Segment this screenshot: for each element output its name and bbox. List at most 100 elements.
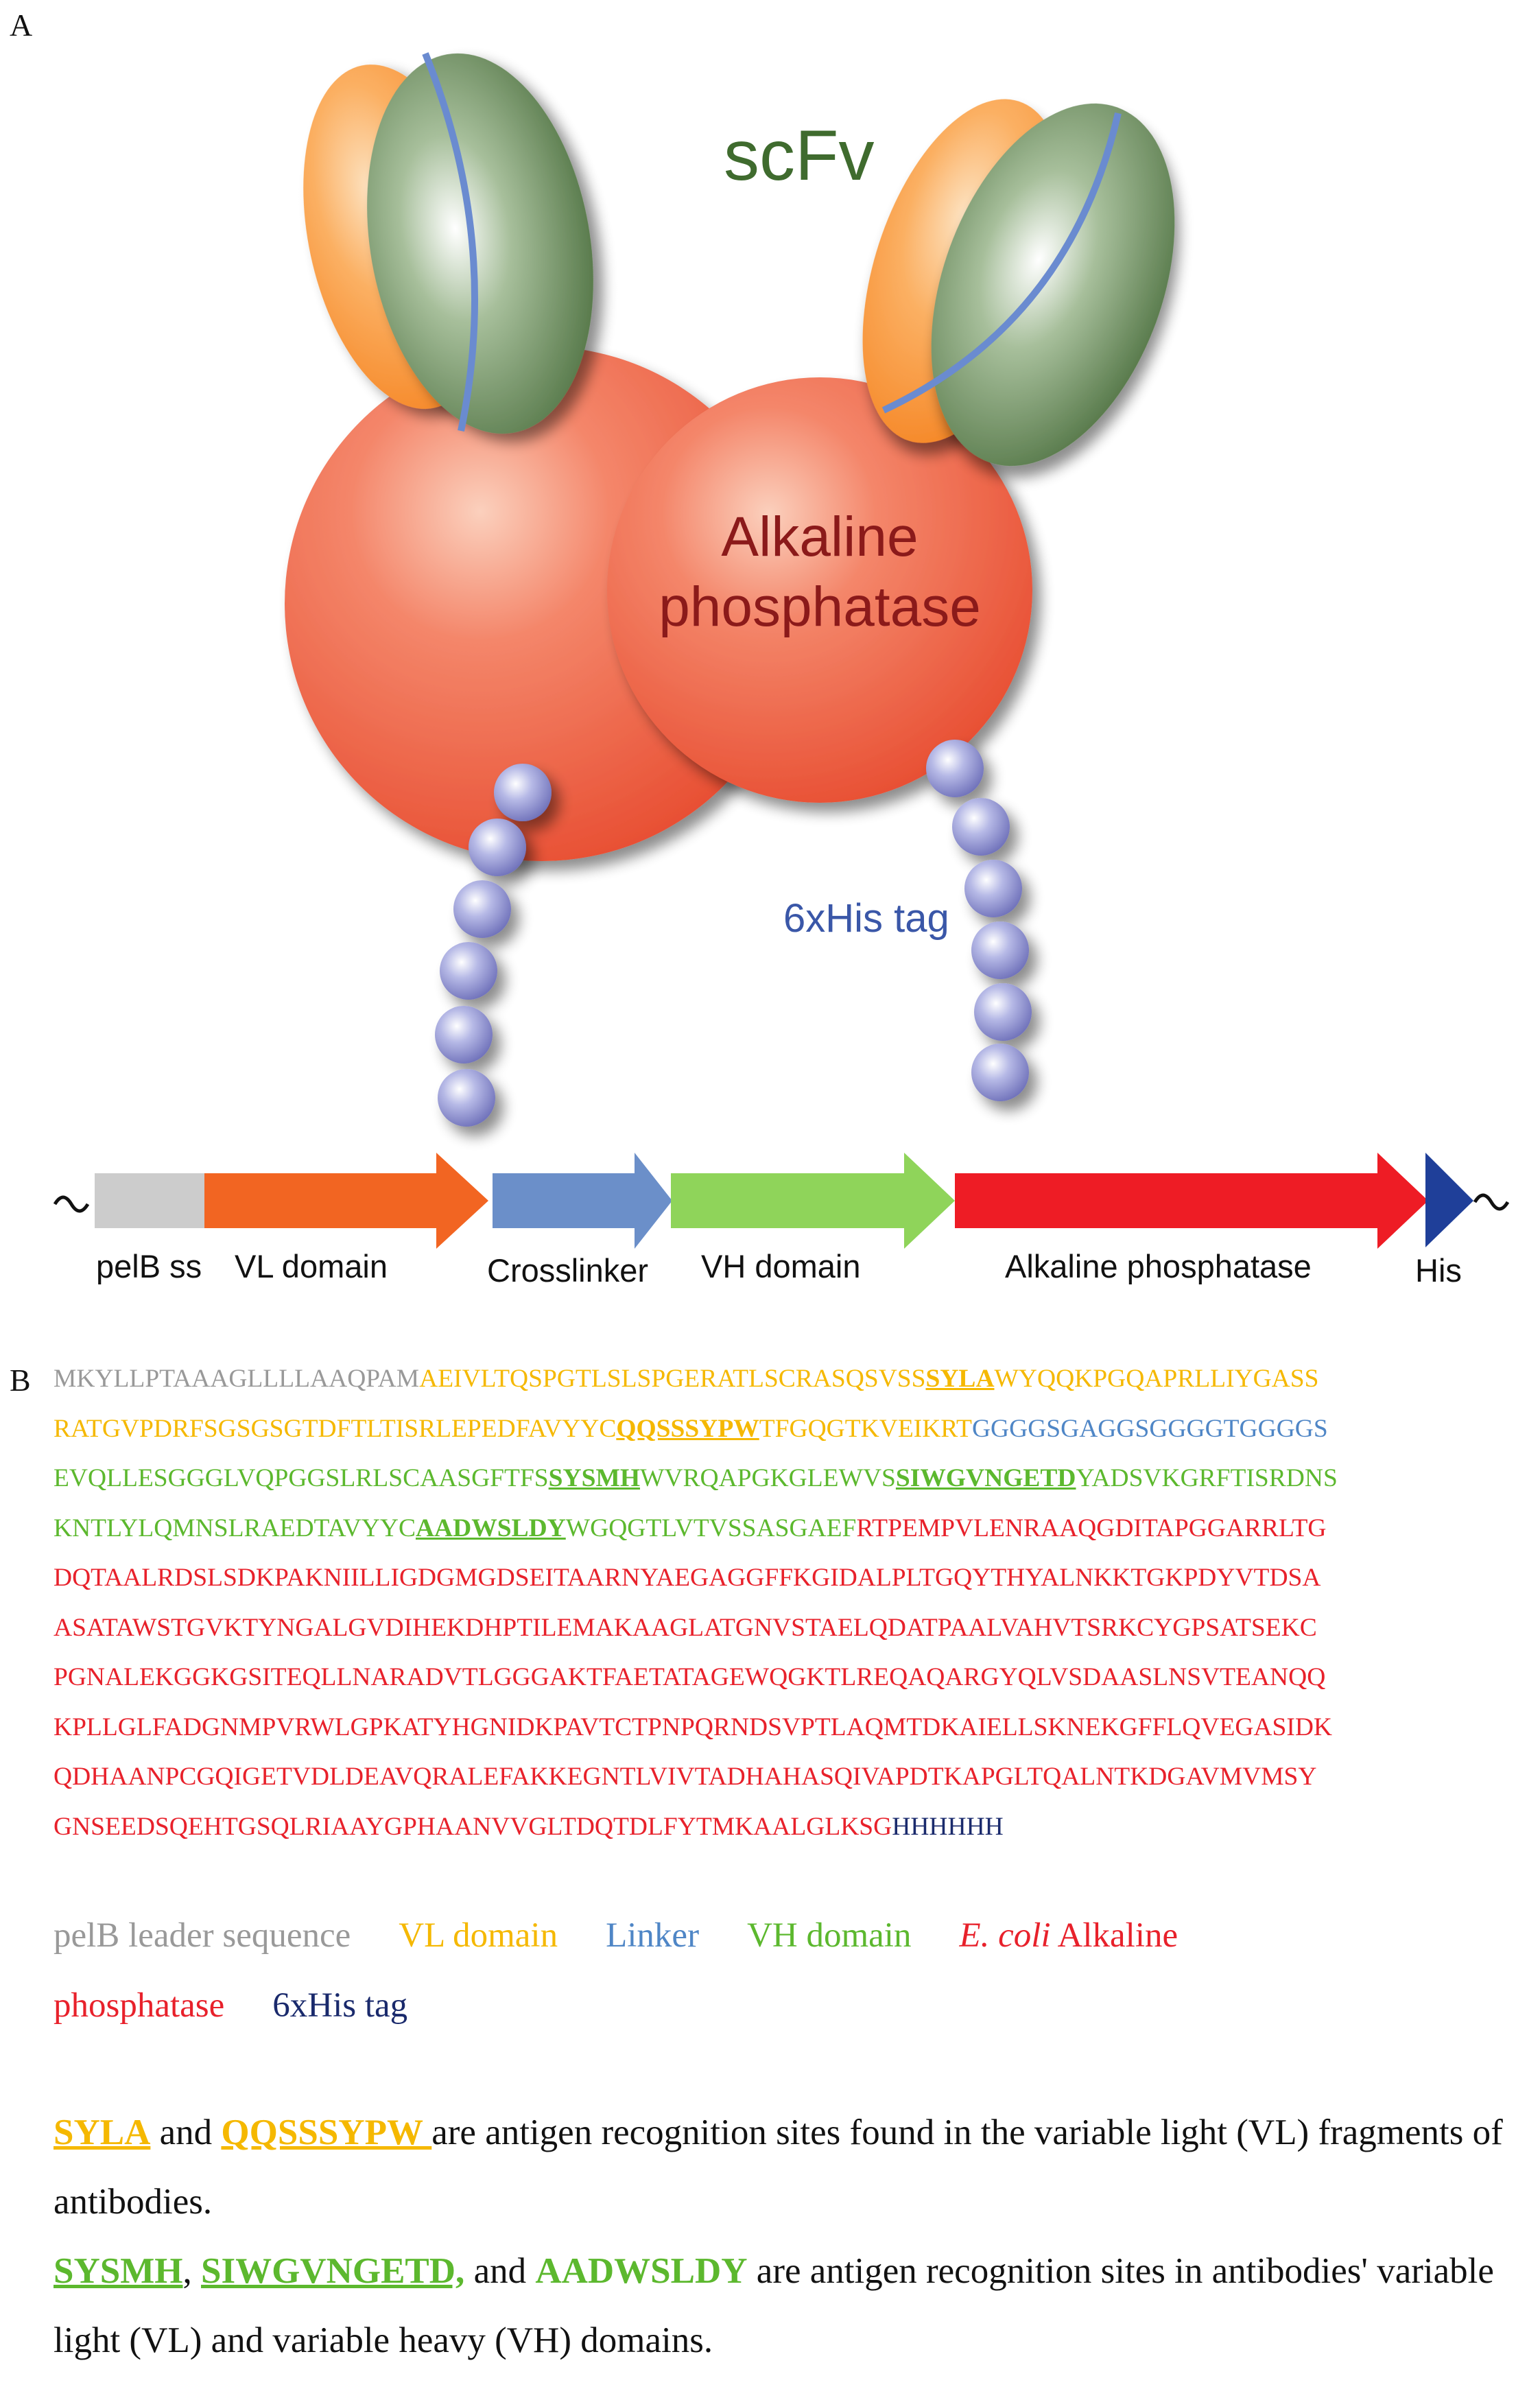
recognition-site: SYSMH (548, 1464, 641, 1492)
sequence-segment: EVQLLESGGGLVQPGGSLRLSCAASGFTFS (54, 1464, 549, 1492)
his-bead (964, 860, 1022, 917)
sequence-segment: RTPEMPVLENRAAQGDITAPGGARRLTG (856, 1514, 1327, 1542)
gene-map: pelB ss VL domain Crosslinker VH domain … (53, 1153, 1510, 1289)
sequence-segment: PGNALEKGGKGSITEQLLNARADVTLGGGAKTFAETATAG… (54, 1663, 1326, 1691)
legend-vh: VH domain (747, 1916, 912, 1955)
sequence-segment: KPLLGLFADGNMPVRWLGPKATYHGNIDKPAVTCTPNPQR… (54, 1713, 1333, 1741)
scfv-left (303, 52, 593, 434)
vl-note: SYLA and QQSSSYPW are antigen recognitio… (54, 2098, 1521, 2237)
gene-label-pelb: pelB ss (96, 1248, 202, 1284)
sequence-line: GNSEEDSQEHTGSQLRIAAYGPHAANVVGLTDQTDLFYTM… (54, 1802, 1535, 1853)
his-bead (494, 764, 552, 821)
site-siwgvngetd: SIWGVNGETD, (200, 2251, 465, 2291)
vh-domain-right (931, 103, 1175, 467)
note-text: and (150, 2113, 222, 2152)
segment-vh-domain (671, 1153, 955, 1249)
sequence-line: PGNALEKGGKGSITEQLLNARADVTLGGGAKTFAETATAG… (54, 1653, 1535, 1703)
recognition-site: QQSSSYPW (616, 1414, 759, 1443)
recognition-site-notes: SYLA and QQSSSYPW are antigen recognitio… (54, 2098, 1521, 2375)
sequence-line: RATGVPDRFSGSGSGTDFTLTISRLEPEDFAVYYCQQSSS… (54, 1404, 1535, 1455)
tilde-left (53, 1195, 90, 1213)
his-tag-label: 6xHis tag (783, 896, 949, 941)
legend-ap: E. coli Alkaline (959, 1916, 1178, 1955)
legend-vl: VL domain (399, 1916, 558, 1955)
legend-ap-species: E. coli (959, 1916, 1051, 1955)
panel-label-b: B (10, 1363, 31, 1398)
segment-his (1425, 1153, 1473, 1247)
gene-label-vh: VH domain (701, 1248, 861, 1284)
recognition-site: SYLA (925, 1365, 995, 1393)
sequence-segment: WVRQAPGKGLEWVS (640, 1464, 896, 1492)
note-text: , (182, 2251, 201, 2291)
sequence-line: EVQLLESGGGLVQPGGSLRLSCAASGFTFSSYSMHWVRQA… (54, 1454, 1535, 1504)
site-aadwsldy: AADWSLDY (535, 2251, 748, 2291)
segment-vl-domain (204, 1153, 488, 1249)
scfv-ap-diagram: scFv Alkaline phosphatase 6xHis tag pelB… (53, 52, 1510, 1289)
note-text: are antigen recognition sites found in t… (54, 2113, 1503, 2222)
his-bead (435, 1006, 493, 1063)
note-text: are antigen recognition sites in antibod… (54, 2251, 1494, 2360)
sequence-segment: QDHAANPCGQIGETVDLDEAVQRALEFAKKEGNTLVIVTA… (54, 1763, 1317, 1791)
his-bead (440, 942, 497, 1000)
sequence-segment: TFGQGTKVEIKRT (759, 1414, 972, 1443)
his-bead (469, 819, 526, 876)
vh-domain-left (367, 53, 593, 434)
scfv-label: scFv (724, 116, 875, 196)
legend-ap-rest: Alkaline (1050, 1916, 1178, 1955)
sequence-segment: DQTAALRDSLSDKPAKNIILLIGDGMGDSEITAARNYAEG… (54, 1564, 1321, 1592)
his-bead (971, 1044, 1029, 1101)
tilde-right (1473, 1193, 1510, 1211)
linker-right (881, 112, 1122, 414)
legend-linker: Linker (606, 1916, 700, 1955)
gene-label-vl: VL domain (235, 1248, 388, 1284)
sequence-line: ASATAWSTGVKTYNGALGVDIHEKDHPTILEMAKAAGLAT… (54, 1603, 1535, 1654)
sequence-segment: MKYLLPTAAAGLLLLAAQPAM (54, 1365, 420, 1393)
sequence-segment: AEIVLTQSPGTLSLSPGERATLSCRASQSVSS (419, 1365, 926, 1393)
scfv-right (862, 99, 1175, 467)
panel-label-a: A (10, 8, 33, 43)
his-bead (453, 880, 511, 938)
recognition-site: AADWSLDY (415, 1514, 566, 1542)
gene-label-crosslinker: Crosslinker (487, 1252, 648, 1289)
gene-label-his: His (1415, 1252, 1462, 1289)
recognition-site: SIWGVNGETD (895, 1464, 1076, 1492)
sequence-line: KNTLYLQMNSLRAEDTAVYYCAADWSLDYWGQGTLVTVSS… (54, 1504, 1535, 1554)
sequence-segment: RATGVPDRFSGSGSGTDFTLTISRLEPEDFAVYYC (54, 1414, 617, 1443)
color-legend: pelB leader sequence VL domain Linker VH do… (54, 1901, 1178, 2041)
gene-label-ap: Alkaline phosphatase (1005, 1248, 1312, 1284)
sequence-line: QDHAANPCGQIGETVDLDEAVQRALEFAKKEGNTLVIVTA… (54, 1752, 1535, 1802)
sequence-segment: WGQGTLVTVSSASGAEF (565, 1514, 857, 1542)
sequence-segment: GNSEEDSQEHTGSQLRIAAYGPHAANVVGLTDQTDLFYTM… (54, 1812, 892, 1841)
ap-monomer-right (607, 377, 1032, 803)
segment-alkaline-phosphatase (955, 1153, 1428, 1249)
sequence-segment: WYQQKPGQAPRLLIYGASS (994, 1365, 1319, 1393)
sequence-line: MKYLLPTAAAGLLLLAAQPAMAEIVLTQSPGTLSLSPGER… (54, 1354, 1535, 1404)
linker-left (422, 52, 478, 432)
site-sysmh: SYSMH (54, 2251, 183, 2291)
sequence-segment: HHHHHH (892, 1812, 1004, 1841)
sequence-line: DQTAALRDSLSDKPAKNIILLIGDGMGDSEITAARNYAEG… (54, 1553, 1535, 1603)
his-tag-right (926, 740, 1032, 1101)
legend-line-1: pelB leader sequence VL domain Linker VH do… (54, 1901, 1178, 1971)
vh-note: SYSMH, SIWGVNGETD, and AADWSLDY are anti… (54, 2237, 1521, 2375)
his-bead (971, 921, 1029, 979)
his-bead (952, 798, 1010, 856)
protein-sequence: MKYLLPTAAAGLLLLAAQPAMAEIVLTQSPGTLSLSPGER… (54, 1354, 1535, 1852)
enzyme-label-line2: phosphatase (659, 576, 981, 638)
sequence-segment: ASATAWSTGVKTYNGALGVDIHEKDHPTILEMAKAAGLAT… (54, 1613, 1317, 1642)
site-qqsssypw: QQSSSYPW (221, 2113, 432, 2152)
his-bead (926, 740, 984, 797)
legend-ap-cont: phosphatase (54, 1986, 225, 2025)
segment-pelb-ss (95, 1173, 204, 1228)
segment-crosslinker (493, 1153, 672, 1249)
his-bead (974, 983, 1032, 1041)
sequence-segment: KNTLYLQMNSLRAEDTAVYYC (54, 1514, 416, 1542)
legend-pelb: pelB leader sequence (54, 1916, 351, 1955)
sequence-segment: YADSVKGRFTISRDNS (1076, 1464, 1338, 1492)
his-tag-left (435, 764, 552, 1127)
enzyme-label-line1: Alkaline (721, 506, 918, 568)
sequence-segment: GGGGSGAGGSGGGGTGGGGS (971, 1414, 1328, 1443)
note-text: and (464, 2251, 536, 2291)
sequence-line: KPLLGLFADGNMPVRWLGPKATYHGNIDKPAVTCTPNPQR… (54, 1703, 1535, 1753)
